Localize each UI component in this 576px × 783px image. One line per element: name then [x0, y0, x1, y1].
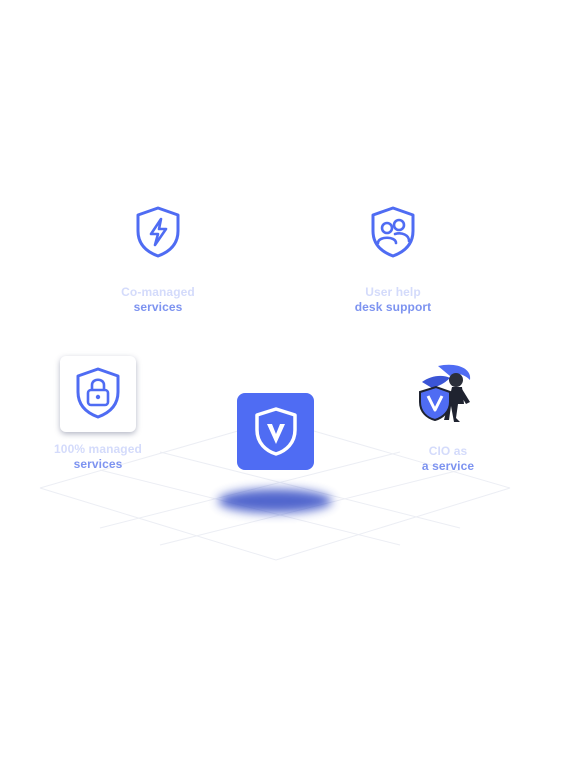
feature-managed: 100% managed services [18, 442, 178, 472]
brand-shield-v-logo [255, 407, 297, 456]
feature-label-line1: User help [365, 285, 421, 299]
feature-label-line2: desk support [354, 300, 432, 314]
shield-lock-icon [76, 367, 120, 419]
shield-lightning-icon [136, 206, 180, 258]
feature-label: 100% managed services [18, 442, 178, 472]
feature-label: Co-managed services [78, 285, 238, 315]
feature-label-line2: a service [421, 459, 475, 473]
feature-co-managed: Co-managed services [78, 205, 238, 315]
superhero-shield-icon [419, 364, 471, 422]
feature-label-line2: services [73, 457, 123, 471]
feature-label: User help desk support [313, 285, 473, 315]
feature-label: CIO as a service [368, 444, 528, 474]
feature-label-line2: services [133, 300, 183, 314]
feature-label-line1: 100% managed [54, 442, 142, 456]
feature-cio: CIO as a service [368, 444, 528, 474]
shield-users-icon [371, 206, 415, 258]
logo-shadow [218, 489, 332, 513]
feature-label-line1: Co-managed [121, 285, 195, 299]
managed-services-card [60, 356, 136, 432]
feature-help-desk: User help desk support [313, 205, 473, 315]
brand-logo-tile [237, 393, 314, 470]
feature-label-line1: CIO as [428, 444, 468, 458]
